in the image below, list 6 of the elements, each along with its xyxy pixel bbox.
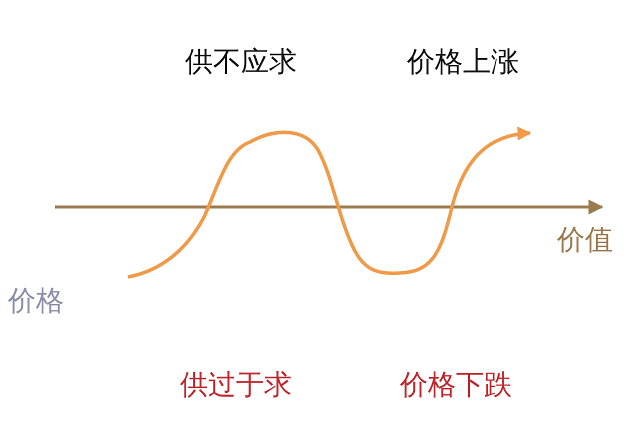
heading-label: 供过于求 [180, 368, 292, 402]
heading-label: 价格下跌 [400, 368, 512, 402]
heading-label: 价格上涨 [407, 45, 519, 79]
curve-label: 价格 [8, 284, 64, 318]
axis-label: 价值 [557, 223, 613, 257]
heading-label: 供不应求 [185, 45, 297, 79]
